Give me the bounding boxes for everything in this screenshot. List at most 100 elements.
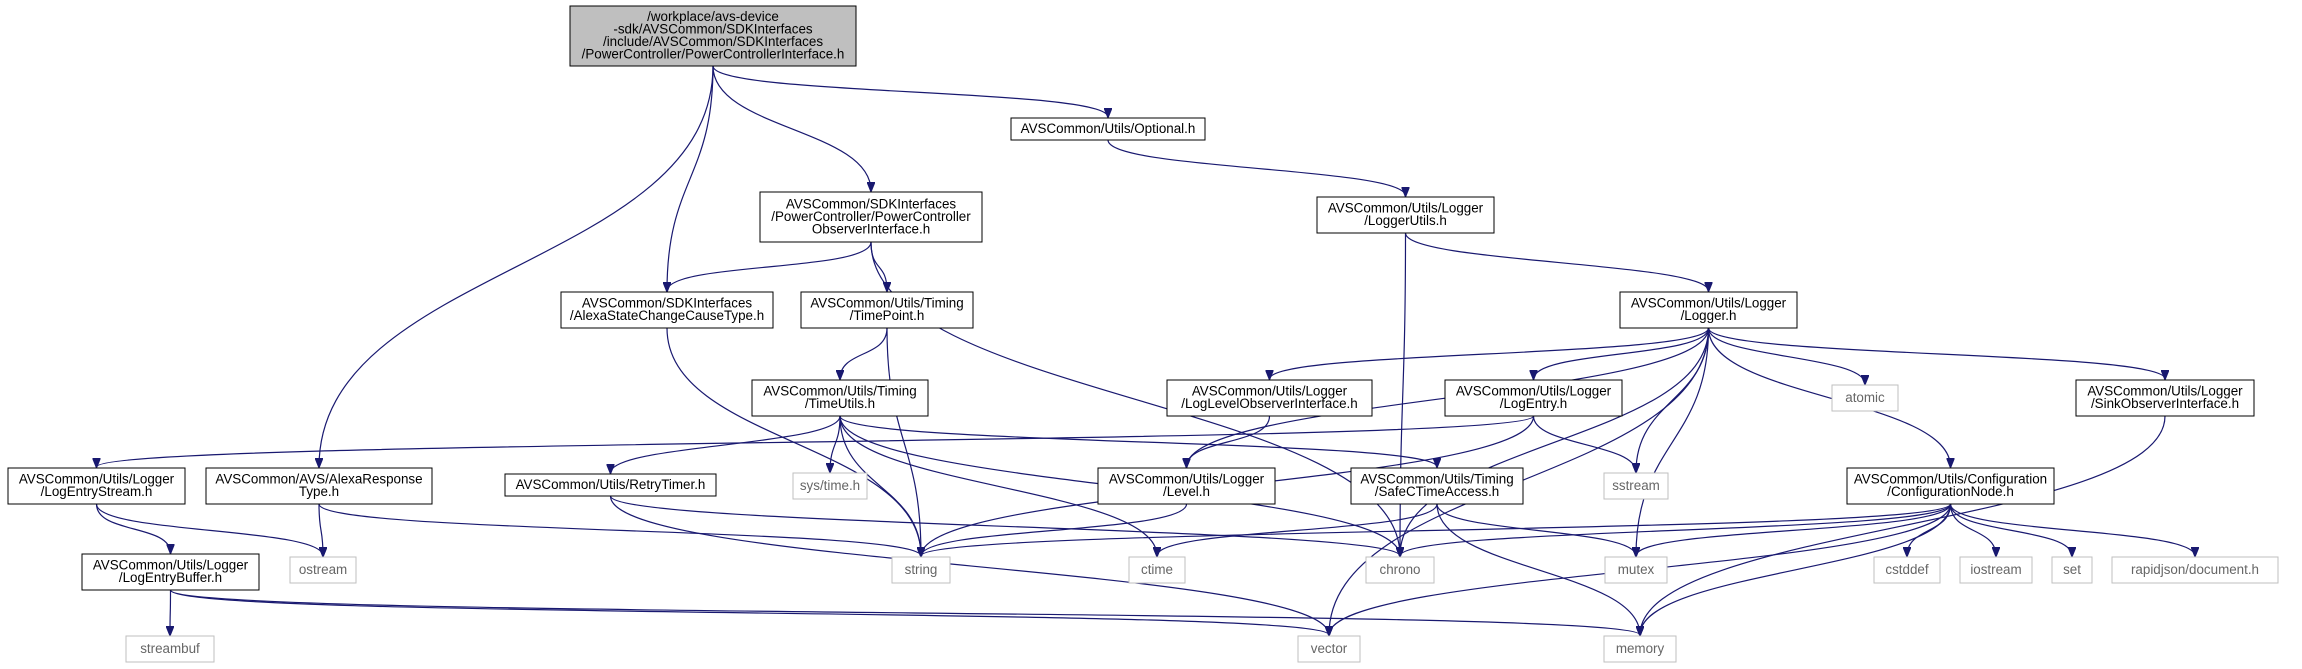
node-loglevelobs-box — [1166, 379, 1373, 417]
node-string-box — [891, 556, 951, 584]
node-set[interactable]: set — [2051, 556, 2093, 584]
edge-logger-to-confignode — [1707, 327, 1951, 467]
node-loglevelobs-label-line: /LogLevelObserverInterface.h — [1181, 396, 1357, 411]
edge-timeutils-to-safectime — [839, 415, 1437, 467]
edge-safectime-to-memory — [1436, 503, 1640, 635]
node-logentry-label-line: /LogEntry.h — [1500, 396, 1568, 411]
node-alexastate-label-line: AVSCommon/SDKInterfaces — [582, 296, 752, 311]
edge-logger-to-logentry — [1534, 327, 1710, 379]
node-logentrybuffer[interactable]: AVSCommon/Utils/Logger/LogEntryBuffer.h — [81, 553, 260, 591]
node-optional-label-line: AVSCommon/Utils/Optional.h — [1021, 121, 1196, 136]
node-alexastate[interactable]: AVSCommon/SDKInterfaces/AlexaStateChange… — [560, 291, 774, 329]
edge-root-to-optional — [712, 65, 1108, 117]
node-vector-box — [1297, 635, 1361, 663]
edge-confignode-to-mutex — [1636, 503, 1952, 556]
node-optional-box — [1010, 117, 1206, 141]
node-logger-box — [1619, 291, 1798, 329]
node-loggerutils-label-line: /LoggerUtils.h — [1364, 213, 1447, 228]
node-pcobs-label-line: AVSCommon/SDKInterfaces — [786, 196, 956, 211]
node-vector-label-line: vector — [1311, 641, 1348, 656]
node-sinkobs[interactable]: AVSCommon/Utils/Logger/SinkObserverInter… — [2075, 379, 2255, 417]
node-set-box — [2051, 556, 2093, 584]
node-pcobs[interactable]: AVSCommon/SDKInterfaces/PowerController/… — [759, 191, 983, 243]
dependency-edges — [95, 65, 2196, 635]
node-level-box — [1097, 467, 1276, 505]
node-timepoint-label-line: AVSCommon/Utils/Timing — [810, 296, 963, 311]
edge-retrytimer-to-chrono — [609, 495, 1401, 556]
node-sstream[interactable]: sstream — [1603, 472, 1669, 500]
node-ostream-label-line: ostream — [299, 562, 347, 577]
node-timepoint-box — [800, 291, 974, 329]
node-logentrystream[interactable]: AVSCommon/Utils/Logger/LogEntryStream.h — [7, 467, 186, 505]
node-retrytimer-label-line: AVSCommon/Utils/RetryTimer.h — [516, 477, 706, 492]
node-loglevelobs[interactable]: AVSCommon/Utils/Logger/LogLevelObserverI… — [1166, 379, 1373, 417]
edge-confignode-to-memory — [1640, 503, 1952, 635]
edge-logger-to-chrono — [1400, 327, 1710, 556]
node-level-label-line: /Level.h — [1163, 484, 1210, 499]
node-sstream-label-line: sstream — [1612, 478, 1660, 493]
node-vector[interactable]: vector — [1297, 635, 1361, 663]
node-string[interactable]: string — [891, 556, 951, 584]
edge-retrytimer-to-vector — [609, 495, 1330, 635]
node-logentrybuffer-label-line: AVSCommon/Utils/Logger — [93, 558, 249, 573]
node-loggerutils-box — [1316, 196, 1495, 234]
node-string-label-line: string — [905, 562, 938, 577]
node-timepoint[interactable]: AVSCommon/Utils/Timing/TimePoint.h — [800, 291, 974, 329]
node-ctime[interactable]: ctime — [1128, 556, 1186, 584]
edge-confignode-to-iostream — [1949, 503, 1997, 556]
node-root-label-line: /include/AVSCommon/SDKInterfaces — [603, 34, 823, 49]
edge-logger-to-sstream — [1636, 327, 1710, 472]
node-memory[interactable]: memory — [1603, 635, 1677, 663]
node-cstddef[interactable]: cstddef — [1873, 556, 1941, 584]
edge-root-to-alexastate — [667, 65, 714, 291]
node-alexaresp-label-line: AVSCommon/AVS/AlexaResponse — [215, 472, 422, 487]
edge-logger-to-mutex — [1636, 327, 1710, 556]
node-sinkobs-label-line: AVSCommon/Utils/Logger — [2087, 384, 2243, 399]
node-timeutils-label-line: AVSCommon/Utils/Timing — [763, 384, 916, 399]
node-confignode[interactable]: AVSCommon/Utils/Configuration/Configurat… — [1846, 467, 2055, 505]
node-atomic[interactable]: atomic — [1831, 384, 1899, 412]
node-iostream-label-line: iostream — [1970, 562, 2021, 577]
node-sinkobs-box — [2075, 379, 2255, 417]
node-ctime-box — [1128, 556, 1186, 584]
node-safectime-label-line: /SafeCTimeAccess.h — [1375, 484, 1500, 499]
node-ostream[interactable]: ostream — [289, 556, 357, 584]
node-streambuf-box — [125, 635, 215, 663]
node-timeutils[interactable]: AVSCommon/Utils/Timing/TimeUtils.h — [751, 379, 929, 417]
node-safectime[interactable]: AVSCommon/Utils/Timing/SafeCTimeAccess.h — [1350, 467, 1524, 505]
node-chrono[interactable]: chrono — [1365, 556, 1435, 584]
node-root-label-line: -sdk/AVSCommon/SDKInterfaces — [613, 22, 812, 37]
edge-sinkobs-to-memory — [1640, 415, 2166, 635]
node-safectime-box — [1350, 467, 1524, 505]
node-loggerutils[interactable]: AVSCommon/Utils/Logger/LoggerUtils.h — [1316, 196, 1495, 234]
node-mutex-label-line: mutex — [1618, 562, 1655, 577]
node-confignode-label-line: /ConfigurationNode.h — [1887, 484, 2014, 499]
edge-confignode-to-chrono — [1400, 503, 1952, 556]
node-level[interactable]: AVSCommon/Utils/Logger/Level.h — [1097, 467, 1276, 505]
node-confignode-label-line: AVSCommon/Utils/Configuration — [1854, 472, 2047, 487]
node-logger[interactable]: AVSCommon/Utils/Logger/Logger.h — [1619, 291, 1798, 329]
node-rapidjson[interactable]: rapidjson/document.h — [2111, 556, 2279, 584]
node-root-label-line: /PowerController/PowerControllerInterfac… — [582, 47, 845, 62]
node-streambuf[interactable]: streambuf — [125, 635, 215, 663]
node-root[interactable]: /workplace/avs-device-sdk/AVSCommon/SDKI… — [569, 5, 857, 67]
node-logentrystream-label-line: AVSCommon/Utils/Logger — [19, 472, 175, 487]
node-rapidjson-label-line: rapidjson/document.h — [2131, 562, 2259, 577]
node-logger-label-line: /Logger.h — [1681, 308, 1737, 323]
node-iostream[interactable]: iostream — [1959, 556, 2033, 584]
node-level-label-line: AVSCommon/Utils/Logger — [1109, 472, 1265, 487]
node-sstream-box — [1603, 472, 1669, 500]
edge-logentrystream-to-logentrybuffer — [95, 503, 171, 553]
node-retrytimer[interactable]: AVSCommon/Utils/RetryTimer.h — [504, 473, 717, 497]
node-mutex[interactable]: mutex — [1604, 556, 1668, 584]
node-systime[interactable]: sys/time.h — [792, 472, 868, 500]
node-cstddef-label-line: cstddef — [1885, 562, 1928, 577]
node-pcobs-box — [759, 191, 983, 243]
node-confignode-box — [1846, 467, 2055, 505]
node-optional[interactable]: AVSCommon/Utils/Optional.h — [1010, 117, 1206, 141]
node-retrytimer-box — [504, 473, 717, 497]
node-timepoint-label-line: /TimePoint.h — [850, 308, 925, 323]
node-logentry[interactable]: AVSCommon/Utils/Logger/LogEntry.h — [1444, 379, 1623, 417]
